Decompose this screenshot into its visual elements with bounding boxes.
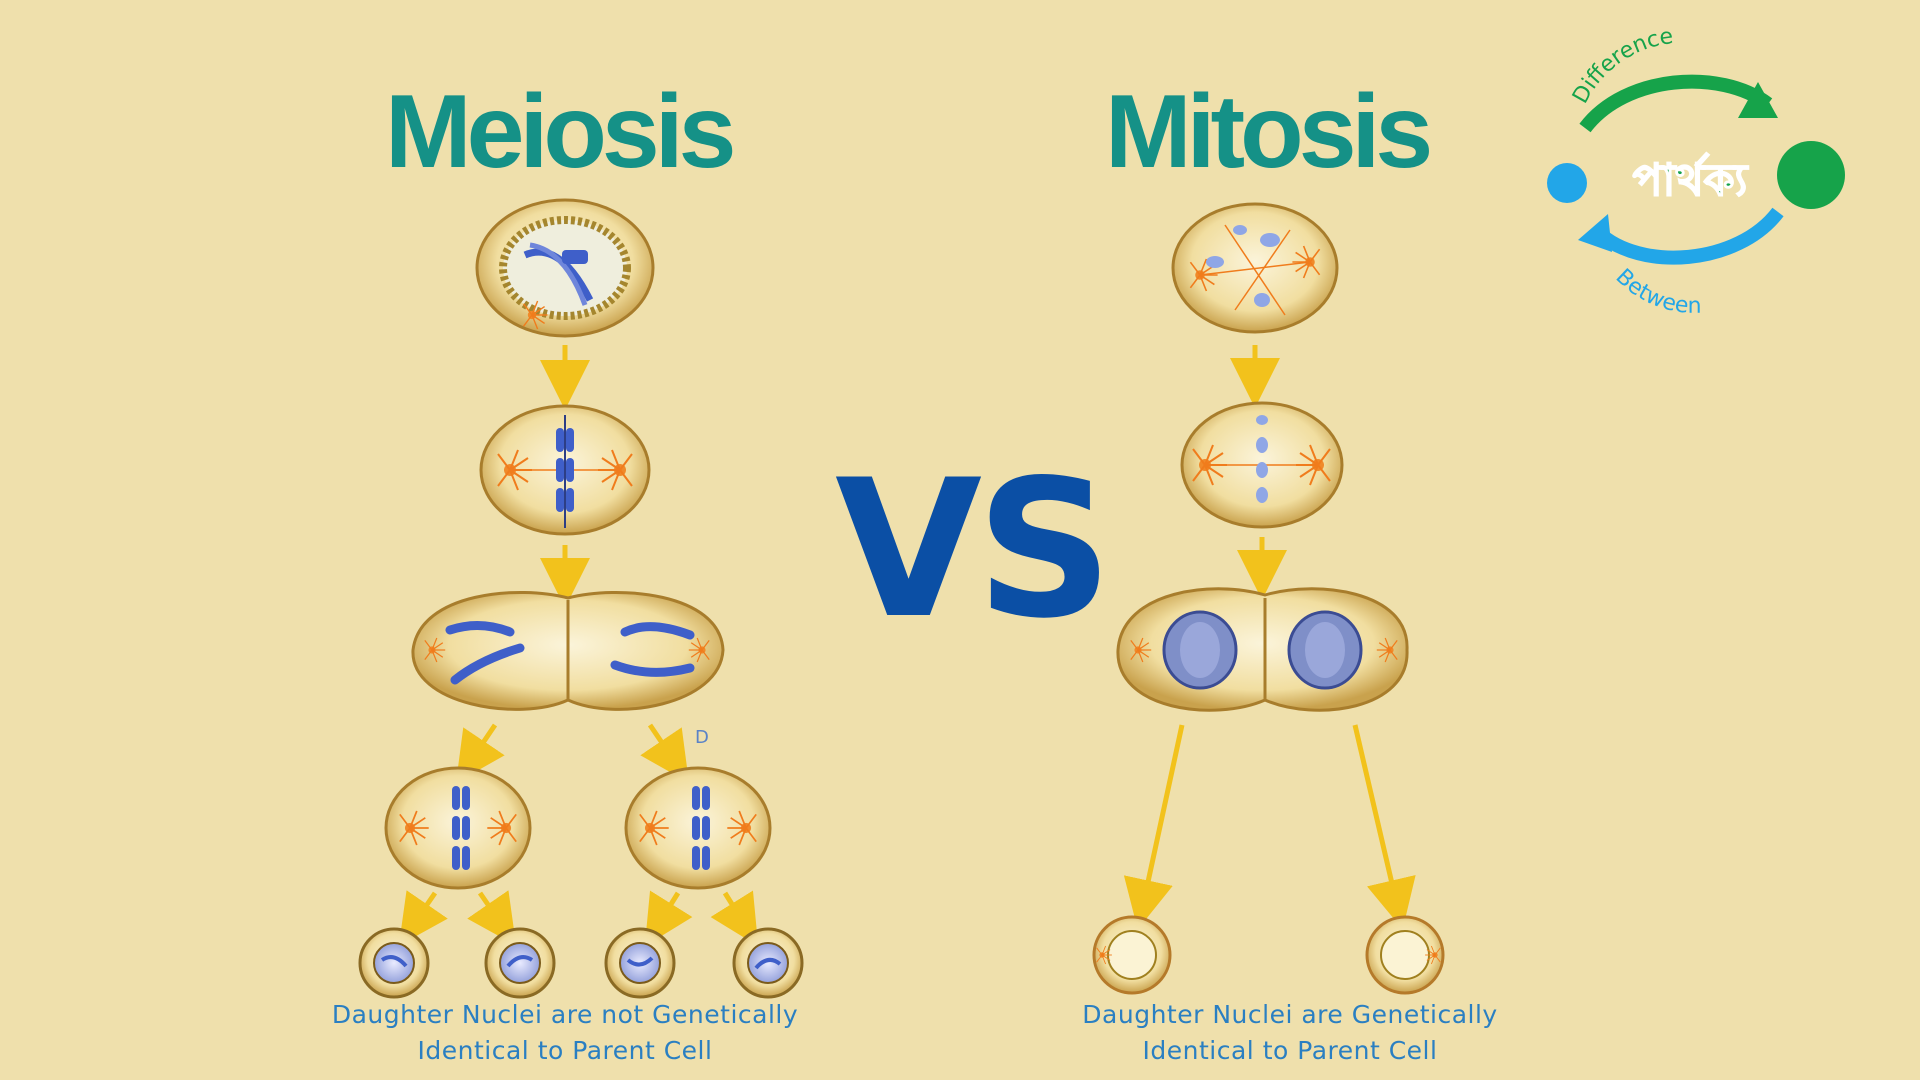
meiosis-cell-meta2-left (384, 766, 532, 890)
mitosis-cell-telophase (1116, 587, 1409, 712)
meiosis-daughter-cells (358, 927, 804, 999)
meiosis-caption: Daughter Nuclei are not Genetically Iden… (285, 997, 845, 1069)
logo-blue-dot (1547, 163, 1587, 203)
stray-label: D (695, 727, 709, 748)
meiosis-cell-metaphase (479, 404, 651, 536)
meiosis-title: Meiosis (385, 74, 736, 190)
mitosis-title: Mitosis (1105, 74, 1433, 190)
logo-center-text: পার্থক্য (1633, 152, 1750, 206)
meiosis-cell-prophase (475, 198, 655, 338)
mitosis-diagram (1092, 202, 1445, 995)
mitosis-daughter-cells (1092, 915, 1445, 995)
logo-green-dot (1777, 141, 1845, 209)
mitosis-cell-prophase (1171, 202, 1339, 334)
mitosis-caption-line2: Identical to Parent Cell (1142, 1036, 1438, 1065)
meiosis-cell-meta2-right (624, 766, 772, 890)
logo-bottom-text: Between (1611, 264, 1702, 318)
meiosis-cell-telophase (411, 590, 725, 711)
difference-between-logo: Difference Between পার্থক্য (1547, 24, 1845, 319)
mitosis-cell-metaphase (1180, 401, 1344, 529)
meiosis-caption-line1: Daughter Nuclei are not Genetically (331, 1000, 799, 1029)
meiosis-caption-line2: Identical to Parent Cell (417, 1036, 713, 1065)
mitosis-caption-line1: Daughter Nuclei are Genetically (1082, 1000, 1498, 1029)
mitosis-caption: Daughter Nuclei are Genetically Identica… (1010, 997, 1570, 1069)
vs-label: VS (835, 439, 1113, 660)
meiosis-diagram: D (358, 198, 804, 999)
